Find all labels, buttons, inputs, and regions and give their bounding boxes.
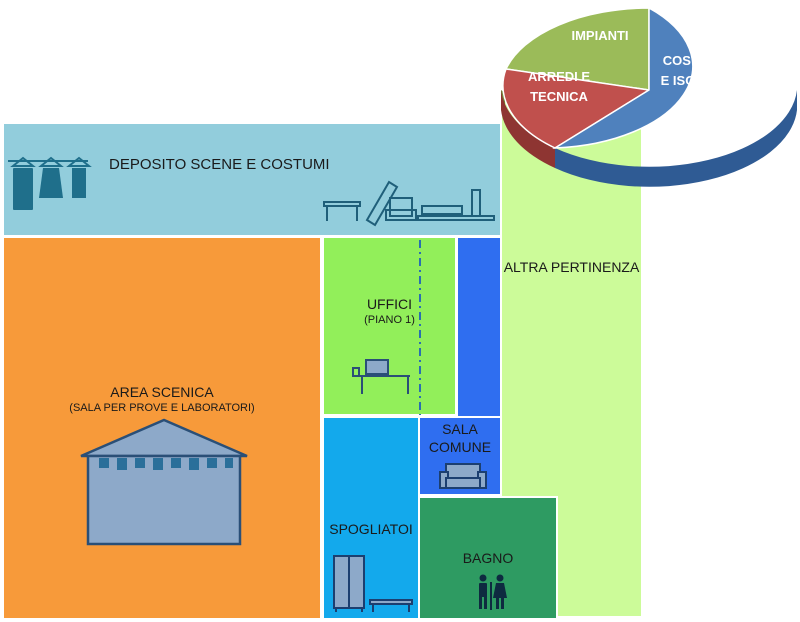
dashed-line-divider: [419, 240, 421, 415]
pie-chart: IMPIANTI ARREDI E TECNICA COSTRUZIONE E …: [501, 6, 797, 187]
desk-computer-icon: [352, 359, 410, 394]
storage-furniture-icon: [323, 180, 495, 227]
locker-icon: [333, 555, 413, 612]
sala-comune-label: SALA COMUNE: [428, 421, 492, 455]
pie-label-costruzione-2: E ISOLAMENTO: [661, 73, 760, 88]
clothes-hanger-icon: [8, 156, 92, 210]
altra-pertinenza-name: ALTRA PERTINENZA: [503, 259, 640, 275]
bagno-label: BAGNO: [462, 550, 514, 566]
restroom-people-icon: [479, 574, 507, 610]
pie-slice-green: [504, 7, 650, 91]
uffici-name: UFFICI: [366, 296, 413, 312]
stage-tent-icon: [80, 418, 248, 546]
uffici-label: UFFICI (PIANO 1): [324, 296, 455, 327]
room-sala-comune: SALA COMUNE: [418, 416, 502, 496]
deposito-label: DEPOSITO SCENE E COSTUMI: [109, 156, 330, 173]
uffici-subtitle: (PIANO 1): [364, 313, 415, 326]
pie-side-blue: [555, 90, 797, 187]
room-deposito: DEPOSITO SCENE E COSTUMI: [2, 122, 502, 237]
room-bagno: BAGNO: [418, 496, 558, 620]
pie-slice-blue: [552, 6, 694, 149]
area-scenica-name: AREA SCENICA: [110, 384, 214, 400]
pie-side-red: [501, 90, 555, 168]
pie-label-impianti: IMPIANTI: [571, 28, 628, 43]
pie-slice-red: [502, 68, 652, 149]
area-scenica-label: AREA SCENICA (SALA PER PROVE E LABORATOR…: [4, 384, 320, 415]
sofa-icon: [439, 463, 487, 489]
room-area-scenica: AREA SCENICA (SALA PER PROVE E LABORATOR…: [2, 236, 322, 620]
pie-label-costruzione-1: COSTRUZIONE: [663, 53, 758, 68]
room-spogliatoi: SPOGLIATOI: [322, 416, 420, 620]
area-scenica-subtitle: (SALA PER PROVE E LABORATORI): [69, 401, 255, 414]
spogliatoi-label: SPOGLIATOI: [329, 521, 413, 537]
altra-pertinenza-label: ALTRA PERTINENZA: [502, 257, 641, 277]
pie-label-arredi-1: ARREDI E: [528, 69, 590, 84]
room-uffici: UFFICI (PIANO 1): [322, 236, 457, 416]
pie-label-arredi-2: TECNICA: [530, 89, 588, 104]
